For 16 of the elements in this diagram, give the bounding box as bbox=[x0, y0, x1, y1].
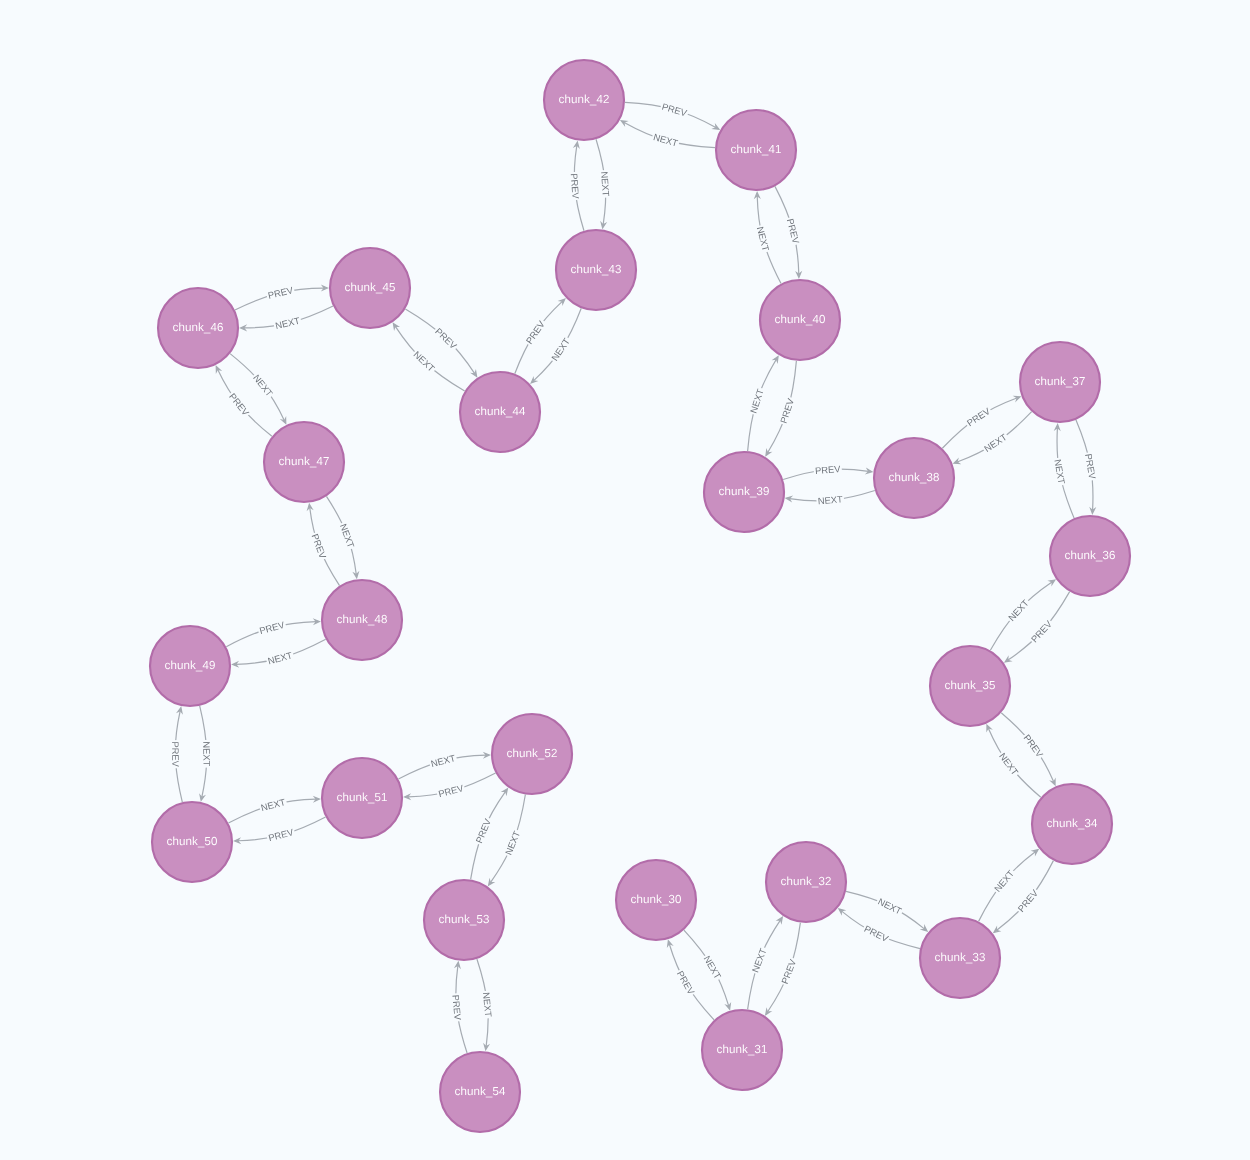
arrow bbox=[404, 308, 478, 378]
arrow bbox=[1053, 423, 1075, 519]
arrow bbox=[774, 185, 803, 279]
arrow bbox=[229, 353, 287, 425]
arrow bbox=[225, 618, 321, 648]
arrow bbox=[231, 638, 327, 668]
arrow bbox=[403, 772, 497, 801]
arrow bbox=[530, 307, 582, 384]
arrow bbox=[227, 795, 321, 824]
arrow bbox=[747, 355, 779, 452]
arrow bbox=[392, 322, 466, 392]
arrow bbox=[174, 706, 183, 803]
arrow bbox=[233, 816, 327, 845]
arrow bbox=[397, 751, 491, 780]
arrow bbox=[765, 360, 797, 457]
arrow bbox=[753, 191, 782, 285]
